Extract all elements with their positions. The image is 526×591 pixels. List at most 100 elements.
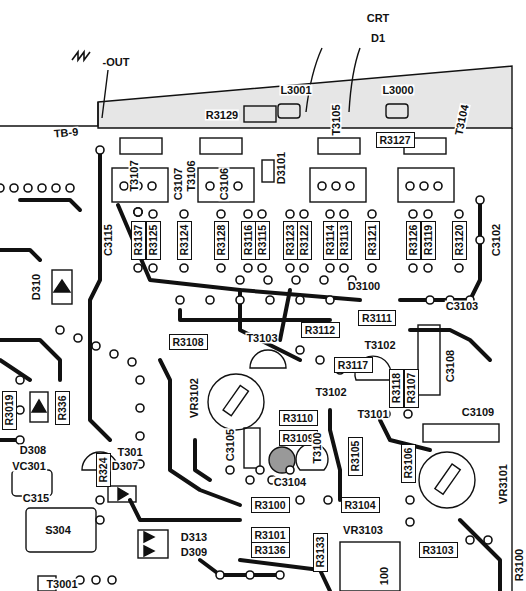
solder-pad — [136, 376, 144, 384]
part-label: VR3102 — [189, 377, 200, 419]
resistor-box: R3115 — [255, 221, 270, 260]
solder-pad — [424, 264, 432, 272]
solder-pad — [346, 182, 354, 190]
part-number: R3100 — [255, 500, 286, 511]
resistor-box: R3133 — [313, 533, 328, 572]
solder-pad — [246, 476, 254, 484]
part-number: R3019 — [4, 395, 15, 426]
resistor-box: R3128 — [214, 221, 229, 260]
part-number: R3114 — [325, 225, 336, 255]
part-label: D1 — [370, 33, 386, 44]
resistor-box: R336 — [55, 391, 70, 425]
resistor-box: R3125 — [146, 221, 161, 260]
solder-pad — [96, 516, 104, 524]
solder-pad — [455, 210, 463, 218]
part-number: R3125 — [148, 225, 159, 256]
solder-pad — [296, 346, 304, 354]
part-label: C315 — [22, 493, 50, 504]
part-number: R3106 — [403, 448, 414, 479]
part-number: R3136 — [255, 545, 286, 556]
part-label: C3109 — [461, 407, 495, 418]
part-label: D309 — [180, 547, 208, 558]
part-number: R3122 — [299, 225, 310, 256]
part-number: R3118 — [391, 373, 402, 403]
solder-pad — [326, 264, 334, 272]
solder-pad — [92, 576, 100, 584]
resistor-box: R3114 — [323, 221, 338, 260]
part-number: R3117 — [338, 360, 368, 371]
part-number: R3120 — [454, 225, 465, 256]
solder-pad — [110, 350, 118, 358]
solder-pad — [206, 182, 214, 190]
part-label: T3105 — [331, 103, 342, 136]
part-label: R3129 — [205, 110, 239, 121]
part-number: R3108 — [173, 337, 204, 348]
solder-pad — [16, 376, 24, 384]
part-label: T301 — [116, 447, 143, 458]
part-label: C3104 — [273, 477, 307, 488]
solder-pad — [296, 496, 304, 504]
part-number: R3105 — [350, 441, 361, 472]
solder-pad — [286, 466, 294, 474]
resistor-box: R3116 — [241, 221, 256, 260]
solder-pad — [406, 496, 414, 504]
part-number: R3116 — [243, 225, 254, 255]
part-number: R3109 — [283, 433, 314, 444]
part-label: C3107 — [173, 167, 184, 201]
solder-pad — [340, 264, 348, 272]
solder-pad — [176, 296, 184, 304]
part-label: C3105 — [225, 428, 236, 462]
solder-pad — [266, 296, 274, 304]
solder-pad — [409, 264, 417, 272]
solder-pad — [24, 184, 32, 192]
solder-pad — [424, 210, 432, 218]
solder-pad — [404, 410, 412, 418]
solder-pad — [264, 276, 272, 284]
solder-pad — [10, 184, 18, 192]
resistor-box: R3107 — [404, 369, 419, 408]
resistor-box: R3103 — [419, 542, 458, 558]
part-number: R3113 — [339, 225, 350, 255]
solder-pad — [206, 296, 214, 304]
part-number: R3103 — [423, 545, 454, 556]
solder-pad — [180, 264, 188, 272]
solder-pad — [426, 296, 434, 304]
part-number: R3104 — [345, 500, 376, 511]
part-number: R336 — [57, 395, 68, 420]
part-label: D310 — [31, 273, 42, 301]
solder-pad — [234, 182, 242, 190]
resistor-box: R3105 — [348, 437, 363, 476]
solder-pad — [484, 536, 492, 544]
resistor-box: R3111 — [358, 310, 396, 326]
solder-pad — [217, 210, 225, 218]
solder-pad — [292, 276, 300, 284]
solder-pad — [74, 334, 82, 342]
part-label: T3001 — [45, 579, 78, 590]
part-number: R3128 — [216, 225, 227, 256]
resistor-box: R3124 — [177, 221, 192, 260]
part-number: R3111 — [362, 313, 392, 324]
solder-pad — [148, 182, 156, 190]
part-label: C3115 — [103, 223, 114, 257]
solder-pad — [476, 236, 484, 244]
solder-pad — [476, 196, 484, 204]
solder-pad — [326, 210, 334, 218]
resistor-box: R3113 — [337, 221, 352, 260]
solder-pad — [134, 208, 142, 216]
part-number: R3123 — [285, 225, 296, 256]
part-label: 100 — [379, 566, 390, 586]
solder-pad — [316, 356, 324, 364]
solder-pad — [332, 182, 340, 190]
solder-pad — [16, 436, 24, 444]
resistor-box: R3120 — [452, 221, 467, 260]
solder-pad — [128, 358, 136, 366]
part-label: C3103 — [445, 301, 479, 312]
solder-pad — [324, 496, 332, 504]
part-label: D313 — [180, 532, 208, 543]
part-number: R3126 — [408, 225, 419, 256]
solder-pad — [226, 466, 234, 474]
solder-pad — [244, 264, 252, 272]
solder-pad — [134, 208, 142, 216]
part-number: R3127 — [380, 135, 411, 146]
resistor-box: R3127 — [376, 132, 415, 148]
